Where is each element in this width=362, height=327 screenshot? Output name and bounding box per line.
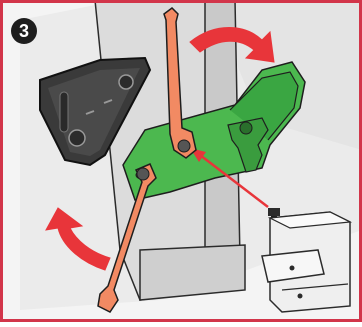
parts-drawer-icon: [262, 212, 350, 312]
step-3-badge: 3: [11, 18, 37, 44]
wall-column-base: [140, 245, 245, 300]
